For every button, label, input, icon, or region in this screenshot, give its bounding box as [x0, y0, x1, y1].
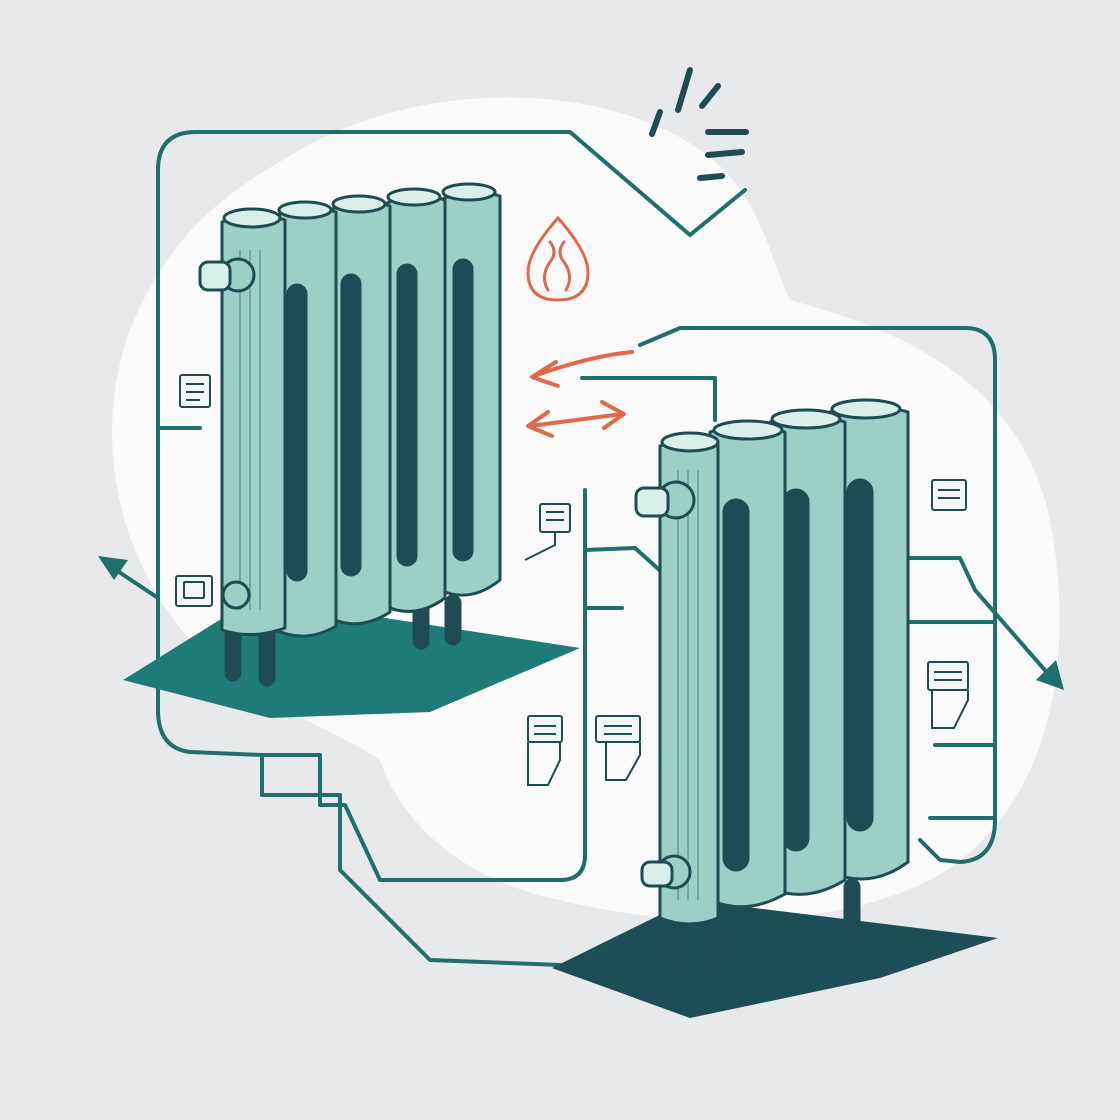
control-box-icon: [931, 479, 967, 511]
arrow-out-left-icon: [98, 556, 160, 600]
double-arrow-icon: [526, 400, 626, 438]
radiator-section: [328, 194, 392, 626]
arrow-left-icon: [530, 350, 634, 388]
leg: [843, 878, 861, 932]
valve-bottom: [640, 854, 692, 890]
pipe-bottom-loop: [260, 488, 587, 882]
radiator-section-front: [220, 207, 287, 637]
pipe-network: [156, 130, 997, 967]
control-box-icon: [527, 715, 563, 786]
valve-top: [198, 257, 256, 293]
radiator-section: [438, 182, 502, 597]
left-radiator: [198, 182, 502, 687]
spark-lines-icon: [649, 67, 749, 181]
control-box-icon: [175, 575, 213, 607]
radiator-section: [828, 398, 910, 881]
radiator-section-front: [658, 431, 720, 926]
arrow-out-right-icon: [973, 588, 1064, 690]
right-radiator: [634, 398, 910, 970]
floor-plate-right: [552, 900, 998, 1018]
control-box-icon: [927, 661, 969, 729]
control-box-icon: [595, 715, 641, 781]
radiator-section: [274, 200, 338, 638]
flame-drop-icon: [526, 215, 590, 302]
control-box-icon: [179, 374, 211, 408]
valve-bottom: [221, 580, 251, 610]
valve-top: [634, 480, 696, 520]
leg: [444, 594, 462, 646]
pipe-right-tick-1: [908, 556, 977, 592]
pipe-top-loop: [156, 130, 747, 967]
radiator-section: [708, 419, 787, 909]
control-box-icon: [524, 503, 571, 561]
pipe-mid-link: [580, 376, 717, 422]
pipe-branch-1: [583, 546, 667, 577]
radiator-section: [383, 187, 447, 613]
